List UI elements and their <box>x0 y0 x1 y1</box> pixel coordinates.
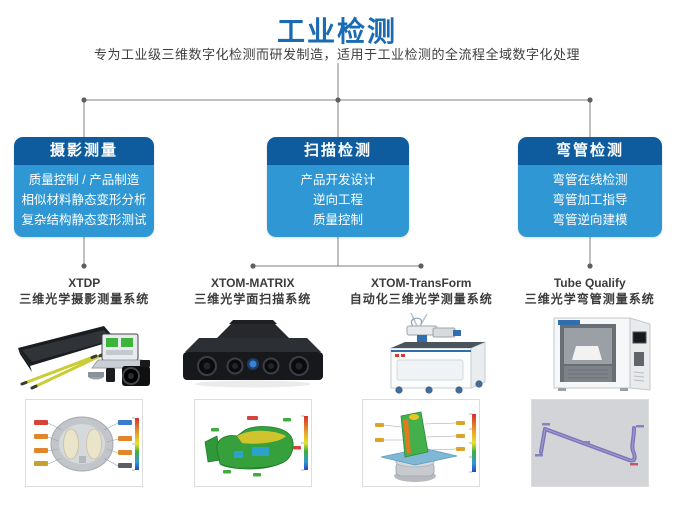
page-subtitle: 专为工业级三维数字化检测而研发制造，适用于工业检测的全流程全域数字化处理 <box>93 47 580 62</box>
branch-title: 弯管检测 <box>518 137 662 165</box>
product-column-xtdp: XTDP 三维光学摄影测量系统 <box>0 276 169 487</box>
branch-item: 质量控制 / 产品制造 <box>28 173 140 187</box>
product-column-xtom-transform: XTOM-TransForm 自动化三维光学测量系统 <box>337 276 506 487</box>
branch-title: 扫描检测 <box>267 137 409 165</box>
connector-dot <box>81 97 593 269</box>
product-name: Tube Qualify <box>553 276 626 290</box>
branch-item: 弯管逆向建模 <box>552 213 628 227</box>
product-name: XTOM-TransForm <box>371 276 472 290</box>
branch-item: 质量控制 <box>312 213 363 227</box>
product-photo-tube-measuring-cabinet <box>510 309 670 395</box>
branch-box-scanning: 扫描检测 产品开发设计 逆向工程 质量控制 <box>267 137 409 237</box>
result-image-blade-deviation-colormap <box>362 399 481 487</box>
product-column-xtom-matrix: XTOM-MATRIX 三维光学面扫描系统 <box>169 276 338 487</box>
product-photo-automated-measuring-machine <box>341 309 501 395</box>
result-image-bent-tube-3d-model <box>530 399 649 487</box>
product-column-tube-qualify: Tube Qualify 三维光学弯管测量系统 <box>506 276 674 487</box>
result-image-oil-pan-deviation-colormap <box>193 399 312 487</box>
page-title: 工业检测 <box>276 16 397 47</box>
branch-item: 弯管在线检测 <box>552 173 628 187</box>
product-name: XTDP <box>68 276 101 290</box>
product-desc: 自动化三维光学测量系统 <box>349 292 493 306</box>
branch-item: 相似材料静态变形分析 <box>21 193 147 207</box>
product-desc: 三维光学弯管测量系统 <box>524 292 655 306</box>
product-photo-structured-light-scanner <box>173 309 333 395</box>
result-image-wheel-deviation-colormap <box>25 399 144 487</box>
product-photo-photogrammetry-kit <box>4 309 164 395</box>
product-row: XTDP 三维光学摄影测量系统 <box>0 276 674 487</box>
branch-item: 逆向工程 <box>312 193 363 207</box>
branch-box-tube-inspection: 弯管检测 弯管在线检测 弯管加工指导 弯管逆向建模 <box>518 137 662 237</box>
branch-title: 摄影测量 <box>14 137 154 165</box>
product-desc: 三维光学摄影测量系统 <box>19 292 150 306</box>
product-desc: 三维光学面扫描系统 <box>194 292 312 306</box>
branch-item: 复杂结构静态变形测试 <box>21 213 147 227</box>
branch-box-photogrammetry: 摄影测量 质量控制 / 产品制造 相似材料静态变形分析 复杂结构静态变形测试 <box>14 137 154 237</box>
branch-item: 产品开发设计 <box>300 173 376 187</box>
branch-item: 弯管加工指导 <box>552 193 628 207</box>
product-name: XTOM-MATRIX <box>210 276 295 290</box>
